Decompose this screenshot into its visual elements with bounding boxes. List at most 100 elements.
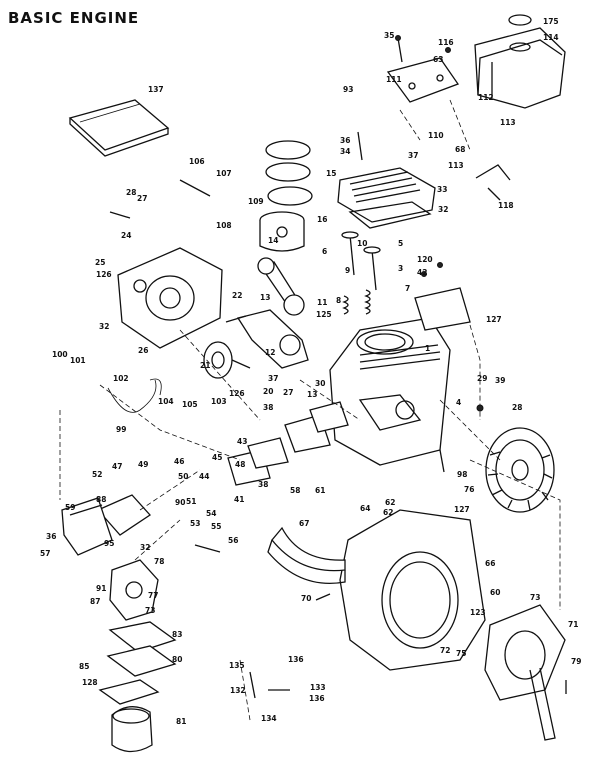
callout-112: 112 bbox=[478, 93, 494, 102]
callout-38: 38 bbox=[263, 403, 273, 412]
rewind-starter bbox=[484, 604, 566, 741]
callout-62: 62 bbox=[385, 498, 395, 507]
callout-30: 30 bbox=[315, 379, 325, 388]
callout-20: 20 bbox=[263, 387, 273, 396]
callout-33: 33 bbox=[437, 185, 447, 194]
air-filter-element bbox=[68, 99, 170, 157]
callout-32: 32 bbox=[140, 543, 150, 552]
callout-109: 109 bbox=[248, 197, 264, 206]
callout-102: 102 bbox=[113, 374, 129, 383]
valves bbox=[341, 231, 381, 291]
callout-106: 106 bbox=[189, 157, 205, 166]
callout-132: 132 bbox=[230, 686, 246, 695]
crankcase-cover bbox=[117, 247, 223, 349]
callout-95: 95 bbox=[104, 539, 114, 548]
callout-80: 80 bbox=[172, 655, 182, 664]
callout-70: 70 bbox=[301, 594, 311, 603]
callout-59: 59 bbox=[65, 503, 75, 512]
callout-27: 27 bbox=[283, 388, 293, 397]
callout-55: 55 bbox=[211, 522, 221, 531]
callout-48: 48 bbox=[235, 460, 245, 469]
piston-rings bbox=[265, 140, 313, 206]
callout-25: 25 bbox=[95, 258, 105, 267]
callout-81: 81 bbox=[176, 717, 186, 726]
callout-41: 41 bbox=[234, 495, 244, 504]
callout-1: 1 bbox=[425, 344, 430, 353]
callout-44: 44 bbox=[199, 472, 209, 481]
callout-4: 4 bbox=[456, 398, 461, 407]
callout-108: 108 bbox=[216, 221, 232, 230]
callout-75: 75 bbox=[456, 649, 466, 658]
callout-125: 125 bbox=[316, 310, 332, 319]
callout-7: 7 bbox=[405, 284, 410, 293]
flywheel bbox=[485, 427, 555, 513]
callout-126: 126 bbox=[96, 270, 112, 279]
callout-64: 64 bbox=[360, 504, 370, 513]
callout-67: 67 bbox=[299, 519, 309, 528]
callout-13: 13 bbox=[260, 293, 270, 302]
callout-51: 51 bbox=[186, 497, 196, 506]
callout-56: 56 bbox=[228, 536, 238, 545]
callout-103: 103 bbox=[211, 397, 227, 406]
callout-61: 61 bbox=[315, 486, 325, 495]
callout-127: 127 bbox=[486, 315, 502, 324]
callout-78: 78 bbox=[154, 557, 164, 566]
governor-linkage bbox=[107, 378, 162, 413]
callout-83: 83 bbox=[172, 630, 182, 639]
callout-111: 111 bbox=[386, 75, 402, 84]
callout-91: 91 bbox=[96, 584, 106, 593]
callout-90: 90 bbox=[175, 498, 185, 507]
callout-6: 6 bbox=[322, 247, 327, 256]
callout-32: 32 bbox=[99, 322, 109, 331]
callout-72: 72 bbox=[440, 646, 450, 655]
air-cleaner-body bbox=[61, 497, 113, 556]
air-deflector bbox=[267, 526, 346, 585]
cam-gear bbox=[203, 341, 251, 379]
air-cleaner-stack bbox=[98, 621, 177, 753]
carburetor bbox=[96, 494, 159, 621]
callout-34: 34 bbox=[340, 147, 350, 156]
callout-93: 93 bbox=[343, 85, 353, 94]
callout-104: 104 bbox=[158, 397, 174, 406]
diagram-title: BASIC ENGINE bbox=[8, 9, 140, 27]
callout-99: 99 bbox=[116, 425, 126, 434]
callout-118: 118 bbox=[498, 201, 514, 210]
callout-11: 11 bbox=[317, 298, 327, 307]
callout-110: 110 bbox=[428, 131, 444, 140]
callout-32: 32 bbox=[438, 205, 448, 214]
callout-5: 5 bbox=[398, 239, 403, 248]
callout-63: 63 bbox=[433, 55, 443, 64]
callout-113: 113 bbox=[500, 118, 516, 127]
callout-22: 22 bbox=[232, 291, 242, 300]
callout-116: 116 bbox=[438, 38, 454, 47]
fasteners bbox=[109, 35, 567, 699]
callout-labels: 1751143511663111931121131373634110376811… bbox=[40, 17, 581, 726]
callout-68: 68 bbox=[455, 145, 465, 154]
callout-76: 76 bbox=[464, 485, 474, 494]
callout-12: 12 bbox=[265, 348, 275, 357]
callout-136: 136 bbox=[309, 694, 325, 703]
cylinder-head bbox=[337, 167, 436, 229]
callout-107: 107 bbox=[216, 169, 232, 178]
callout-135: 135 bbox=[229, 661, 245, 670]
connecting-rod bbox=[257, 257, 305, 316]
callout-100: 100 bbox=[52, 350, 68, 359]
callout-37: 37 bbox=[268, 374, 278, 383]
callout-105: 105 bbox=[182, 400, 198, 409]
callout-37: 37 bbox=[408, 151, 418, 160]
callout-21: 21 bbox=[200, 361, 210, 370]
callout-42: 42 bbox=[417, 268, 427, 277]
muffler bbox=[474, 14, 566, 109]
callout-88: 88 bbox=[96, 495, 106, 504]
callout-175: 175 bbox=[543, 17, 559, 26]
piston bbox=[259, 211, 305, 252]
callout-3: 3 bbox=[398, 264, 403, 273]
callout-45: 45 bbox=[212, 453, 222, 462]
callout-98: 98 bbox=[457, 470, 467, 479]
callout-79: 79 bbox=[571, 657, 581, 666]
callout-10: 10 bbox=[357, 239, 367, 248]
callout-73: 73 bbox=[530, 593, 540, 602]
callout-123: 123 bbox=[470, 608, 486, 617]
callout-9: 9 bbox=[345, 266, 350, 275]
